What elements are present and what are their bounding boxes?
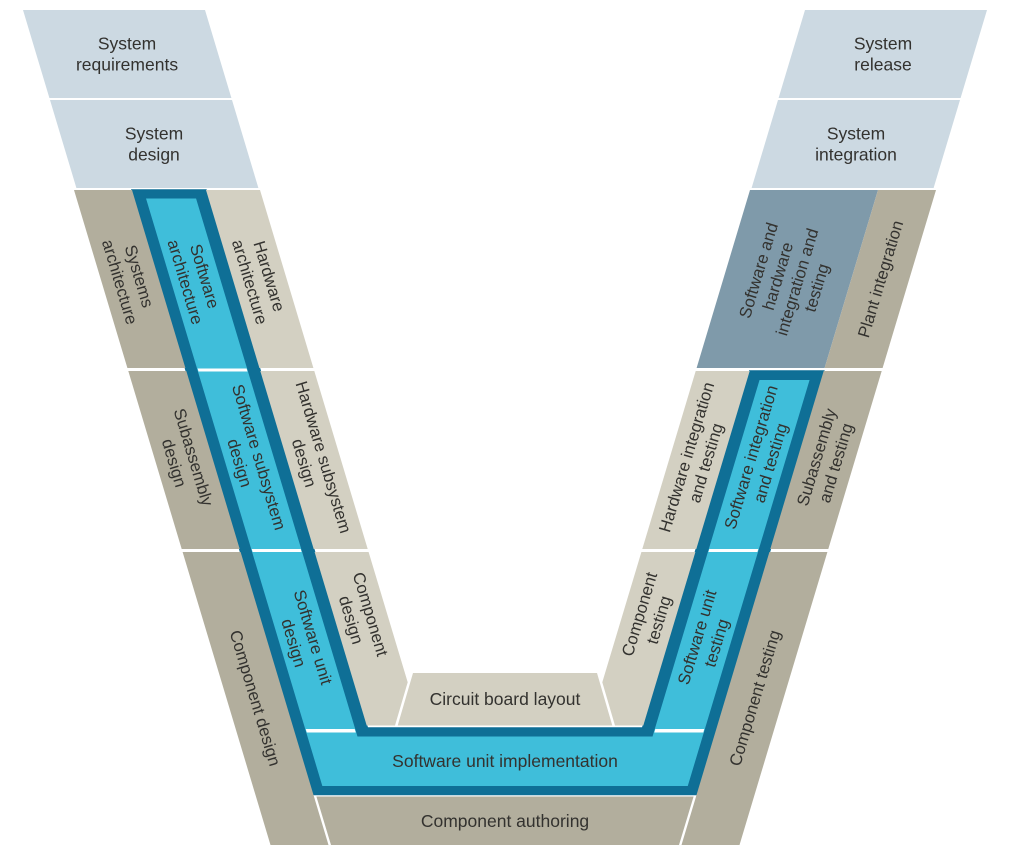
block-hardware-architecture <box>206 190 314 368</box>
block-system-design <box>50 100 259 188</box>
block-software-hardware-integration-testing <box>696 190 878 368</box>
block-component-design-inner <box>314 552 408 726</box>
seam-left-row1-row2 <box>197 368 248 372</box>
block-circuit-board-layout-label: Circuit board layout <box>430 689 581 709</box>
block-hardware-subsystem-design <box>260 371 368 549</box>
label-software-unit-implementation-label: Software unit implementation <box>392 751 618 771</box>
block-component-testing-inner <box>602 552 696 726</box>
block-component-authoring <box>316 796 694 845</box>
block-system-release <box>778 10 987 98</box>
block-hardware-integration-and-testing <box>642 371 750 549</box>
seam-left-row2-row3 <box>251 549 302 552</box>
block-subassembly-and-testing <box>770 371 882 549</box>
block-circuit-board-layout <box>397 673 613 726</box>
block-system-requirements <box>23 10 232 98</box>
block-subassembly-design <box>128 371 240 549</box>
block-component-testing-outer <box>681 552 828 845</box>
block-component-authoring-label: Component authoring <box>421 811 589 831</box>
block-component-design-outer <box>182 552 329 845</box>
block-systems-architecture <box>74 190 186 368</box>
block-system-integration <box>751 100 960 188</box>
seam-left-bottom-bar <box>305 729 356 733</box>
block-plant-integration <box>824 190 936 368</box>
seam-right-bottom-bar <box>654 729 705 733</box>
highlight-path-fill <box>146 198 810 786</box>
seam-right-row2-row3 <box>708 549 759 552</box>
